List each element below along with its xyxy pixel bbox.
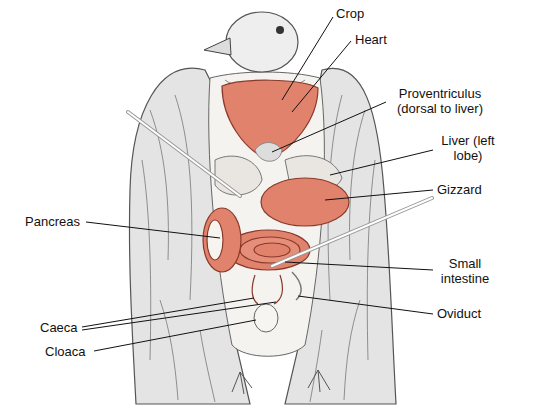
part-label: Caeca xyxy=(40,320,100,335)
part-label: Gizzard xyxy=(437,182,507,197)
part-label: Crop xyxy=(336,6,396,21)
part-label: Pancreas xyxy=(25,214,95,229)
part-label: Liver (left lobe) xyxy=(437,133,499,163)
gizzard xyxy=(261,178,349,226)
head xyxy=(226,12,298,72)
eye xyxy=(276,26,284,34)
cloaca xyxy=(254,304,278,332)
part-label: Cloaca xyxy=(45,344,105,359)
leader-lines xyxy=(82,17,433,351)
feet xyxy=(232,370,330,394)
liver-right-lobe xyxy=(215,156,262,195)
part-label: Proventriculus (dorsal to liver) xyxy=(388,86,492,116)
proventriculus xyxy=(255,143,282,162)
probe xyxy=(272,198,432,266)
beak xyxy=(204,38,231,55)
part-label: Heart xyxy=(355,32,415,47)
part-label: Oviduct xyxy=(437,306,507,321)
part-label: Small intestine xyxy=(436,256,494,286)
probe xyxy=(128,112,240,196)
